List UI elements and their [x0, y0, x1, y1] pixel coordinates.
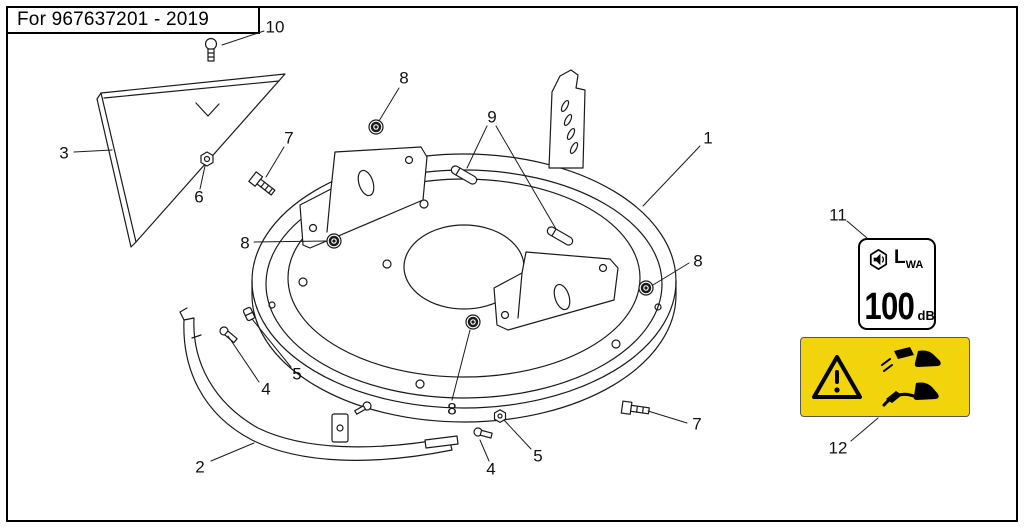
- warning-triangle-icon: [812, 355, 862, 399]
- lwa-text: LWA: [894, 247, 924, 271]
- thrown-object-cut-pictogram: [881, 347, 941, 372]
- page-border: [6, 6, 1018, 522]
- title-block: For 967637201 - 2019: [8, 8, 260, 34]
- callout-2: 2: [195, 457, 205, 477]
- callout-10: 10: [265, 17, 285, 37]
- callout-8-bottom: 8: [447, 399, 457, 419]
- noise-value-row: 100 dB: [864, 285, 935, 328]
- callout-3: 3: [59, 143, 69, 163]
- callout-8-top: 8: [399, 68, 409, 88]
- callout-6: 6: [194, 187, 204, 207]
- warning-label: [800, 337, 970, 417]
- callout-4-bottom: 4: [486, 459, 496, 479]
- callout-11: 11: [829, 205, 847, 225]
- noise-label-header: LWA: [865, 246, 929, 273]
- callout-7-upper: 7: [284, 128, 294, 148]
- callout-12: 12: [828, 438, 848, 458]
- page-title: For 967637201 - 2019: [17, 9, 210, 30]
- noise-value: 100: [864, 285, 915, 328]
- callout-8-left: 8: [240, 233, 250, 253]
- callout-8-right: 8: [693, 251, 703, 271]
- callout-5-left: 5: [292, 364, 302, 384]
- noise-unit: dB: [917, 308, 935, 324]
- callout-1: 1: [703, 128, 713, 148]
- callout-7-lower: 7: [692, 414, 702, 434]
- noise-level-label: LWA 100 dB: [858, 238, 936, 330]
- callout-5-bottom: 5: [533, 446, 543, 466]
- blade-foot-cut-pictogram: [882, 382, 939, 407]
- warning-pictograms: [871, 345, 963, 409]
- speaker-icon: [869, 248, 888, 271]
- callout-4-left: 4: [261, 379, 271, 399]
- callout-9: 9: [487, 107, 497, 127]
